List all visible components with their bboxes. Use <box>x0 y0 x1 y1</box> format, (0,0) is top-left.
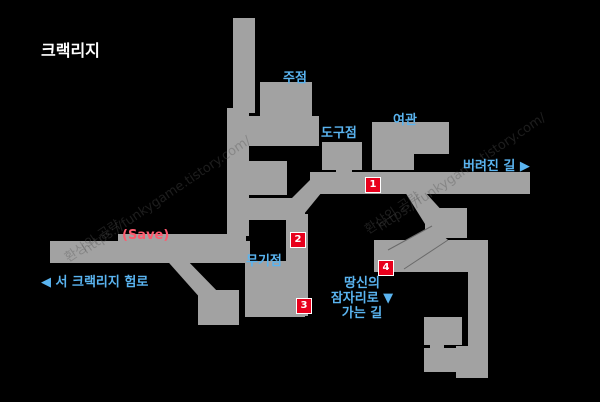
map-marker-1[interactable]: 1 <box>365 177 381 193</box>
label-save-point: (Save) <box>122 228 170 243</box>
label-line: 가는 길 <box>341 306 383 321</box>
label-weapon-shop: 무기점 <box>246 254 282 269</box>
label-tavern: 주점 <box>283 71 307 86</box>
label-abandoned-road: 버려진 길 ▶ <box>463 159 530 174</box>
label-tool-shop: 도구점 <box>321 126 357 141</box>
map-marker-2[interactable]: 2 <box>290 232 306 248</box>
label-west-road: ◀ 서 크랙리지 험로 <box>41 275 149 290</box>
label-line: 땅신의 <box>344 276 380 291</box>
label-mole-nest-road: 땅신의 잠자리로 ▼ 가는 길 <box>322 276 402 321</box>
map-marker-3[interactable]: 3 <box>296 298 312 314</box>
map-title: 크랙리지 <box>41 41 100 60</box>
floor-shapes <box>50 18 530 378</box>
label-line: 잠자리로 ▼ <box>330 291 394 306</box>
map-marker-4[interactable]: 4 <box>378 260 394 276</box>
label-inn: 여관 <box>393 113 417 128</box>
